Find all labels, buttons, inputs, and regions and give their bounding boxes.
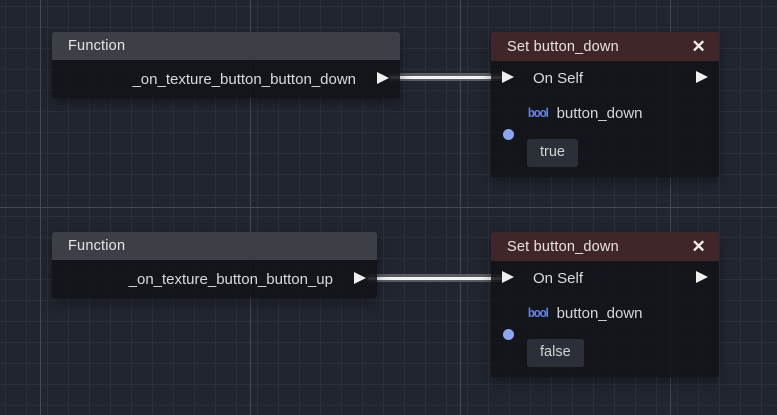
- property-row: bool button_down: [491, 95, 719, 131]
- node-title: Function: [68, 38, 126, 54]
- node-function-button-up[interactable]: Function _on_texture_button_button_up: [52, 232, 377, 298]
- bool-type-icon: bool: [527, 306, 549, 320]
- node-body: _on_texture_button_button_down: [52, 60, 400, 98]
- execution-wire-bottom[interactable]: [366, 274, 510, 282]
- node-set-button-down-true[interactable]: Set button_down ✕ On Self bool button_do…: [491, 32, 719, 177]
- node-body: _on_texture_button_button_up: [52, 260, 377, 298]
- property-row: bool button_down: [491, 295, 719, 331]
- close-icon[interactable]: ✕: [691, 37, 706, 56]
- exec-output-port-icon[interactable]: [696, 271, 708, 283]
- exec-output-port-icon[interactable]: [354, 272, 366, 284]
- node-body: On Self bool button_down false: [491, 261, 719, 377]
- bool-type-icon: bool: [527, 106, 549, 120]
- value-row: false: [491, 329, 719, 377]
- node-set-button-down-false[interactable]: Set button_down ✕ On Self bool button_do…: [491, 232, 719, 377]
- bool-data-input-port[interactable]: [503, 129, 514, 140]
- node-title: Set button_down: [507, 38, 619, 55]
- value-button[interactable]: true: [527, 139, 578, 167]
- bool-data-input-port[interactable]: [503, 329, 514, 340]
- execution-wire-top[interactable]: [388, 73, 510, 81]
- exec-input-port-icon[interactable]: [502, 71, 514, 83]
- node-header[interactable]: Function: [52, 232, 377, 260]
- target-label: On Self: [533, 69, 584, 87]
- target-row: On Self: [491, 261, 719, 295]
- function-name: _on_texture_button_button_up: [128, 270, 333, 288]
- close-icon[interactable]: ✕: [691, 237, 706, 256]
- property-name: button_down: [556, 304, 643, 322]
- value-row: true: [491, 129, 719, 177]
- node-header[interactable]: Set button_down ✕: [491, 32, 719, 61]
- exec-output-port-icon[interactable]: [377, 72, 389, 84]
- exec-output-port-icon[interactable]: [696, 71, 708, 83]
- property-name: button_down: [556, 104, 643, 122]
- node-body: On Self bool button_down true: [491, 61, 719, 177]
- node-function-button-down[interactable]: Function _on_texture_button_button_down: [52, 32, 400, 98]
- exec-input-port-icon[interactable]: [502, 271, 514, 283]
- node-title: Function: [68, 238, 126, 254]
- target-row: On Self: [491, 61, 719, 95]
- node-header[interactable]: Set button_down ✕: [491, 232, 719, 261]
- node-title: Set button_down: [507, 238, 619, 255]
- target-label: On Self: [533, 269, 584, 287]
- function-name: _on_texture_button_button_down: [132, 70, 356, 88]
- value-button[interactable]: false: [527, 339, 584, 367]
- node-header[interactable]: Function: [52, 32, 400, 60]
